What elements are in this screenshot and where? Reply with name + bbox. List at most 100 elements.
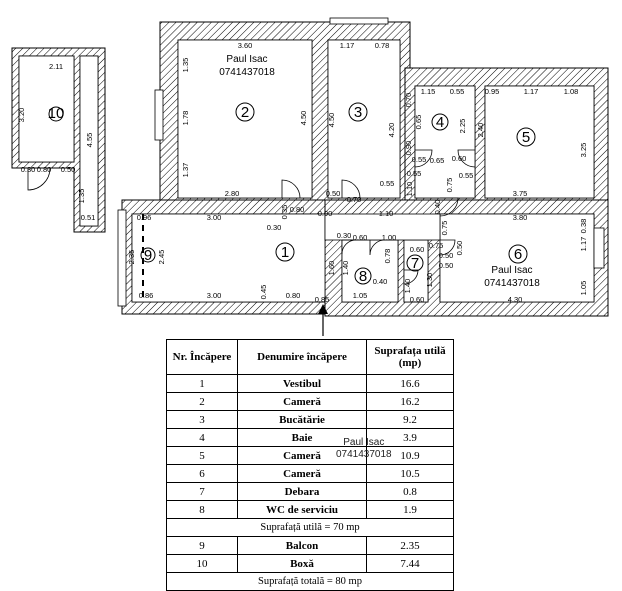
svg-text:0.50: 0.50 (455, 241, 464, 256)
room-number-4: 4 (431, 113, 449, 131)
room-number-6: 6 (508, 244, 528, 264)
svg-text:1.17: 1.17 (340, 41, 355, 50)
svg-text:3: 3 (354, 104, 362, 121)
svg-text:1.78: 1.78 (181, 111, 190, 126)
svg-text:3.75: 3.75 (513, 189, 528, 198)
watermark-table: Paul Isac 0741437018 (336, 437, 392, 461)
svg-text:0.65: 0.65 (430, 156, 445, 165)
svg-text:2.25: 2.25 (458, 119, 467, 134)
svg-text:0.60: 0.60 (353, 233, 368, 242)
table-subtotal-row: Suprafață utilă = 70 mp (166, 518, 454, 537)
svg-text:4: 4 (436, 114, 444, 131)
svg-text:1.40: 1.40 (403, 279, 412, 294)
room-interiors (18, 39, 595, 303)
svg-text:1: 1 (281, 244, 289, 261)
svg-text:0.78: 0.78 (375, 41, 390, 50)
svg-text:0.45: 0.45 (259, 285, 268, 300)
room-number-5: 5 (516, 127, 536, 147)
door-swings (27, 149, 476, 285)
svg-text:6: 6 (514, 246, 522, 263)
svg-text:10: 10 (48, 105, 65, 122)
svg-text:Paul Isac: Paul Isac (491, 265, 532, 276)
svg-text:1.60: 1.60 (327, 261, 336, 276)
svg-text:0.70: 0.70 (347, 195, 362, 204)
svg-text:3.60: 3.60 (238, 41, 253, 50)
room-numbers: 10 2 3 4 5 1 9 8 (48, 102, 536, 285)
svg-text:3.80: 3.80 (513, 213, 528, 222)
svg-text:1.10: 1.10 (405, 182, 414, 197)
room-number-3: 3 (348, 102, 368, 122)
svg-text:2.40: 2.40 (476, 123, 485, 138)
svg-text:8: 8 (359, 268, 367, 285)
svg-text:1.35: 1.35 (181, 58, 190, 73)
svg-text:0.95: 0.95 (485, 87, 500, 96)
room-number-10: 10 (48, 105, 65, 122)
dimension-labels: 2.11 3.20 4.55 0.30 0.80 0.50 1.35 0.51 … (17, 41, 588, 304)
svg-text:2: 2 (241, 104, 249, 121)
svg-text:1.40: 1.40 (341, 261, 350, 276)
svg-text:0.75: 0.75 (445, 178, 454, 193)
svg-text:0.50: 0.50 (61, 165, 76, 174)
svg-text:0.80: 0.80 (37, 165, 52, 174)
svg-text:0.80: 0.80 (286, 291, 301, 300)
svg-text:1.08: 1.08 (564, 87, 579, 96)
svg-text:4.30: 4.30 (508, 295, 523, 304)
watermark-phone: 0741437018 (336, 449, 392, 460)
svg-text:2.35: 2.35 (127, 250, 136, 265)
svg-text:1.37: 1.37 (181, 163, 190, 178)
svg-text:0.75: 0.75 (440, 221, 449, 236)
col-header-area: Suprafața utilă (mp) (366, 339, 454, 375)
watermark-room-2: Paul Isac 0741437018 (219, 54, 275, 78)
svg-text:0.51: 0.51 (81, 213, 96, 222)
svg-text:0.35: 0.35 (280, 205, 289, 220)
svg-text:0.60: 0.60 (410, 295, 425, 304)
svg-text:0.60: 0.60 (410, 245, 425, 254)
svg-text:1.35: 1.35 (77, 189, 86, 204)
svg-text:0.80: 0.80 (290, 205, 305, 214)
svg-text:1.00: 1.00 (382, 233, 397, 242)
svg-text:4.55: 4.55 (85, 133, 94, 148)
svg-text:0.70: 0.70 (404, 93, 413, 108)
svg-text:0.55: 0.55 (380, 179, 395, 188)
svg-text:0.30: 0.30 (337, 231, 352, 240)
svg-text:1.05: 1.05 (579, 281, 588, 296)
svg-text:0.90: 0.90 (318, 209, 333, 218)
room-number-9: 9 (140, 247, 156, 264)
svg-text:Paul Isac: Paul Isac (226, 54, 267, 65)
svg-text:4.20: 4.20 (387, 123, 396, 138)
svg-text:1.10: 1.10 (379, 209, 394, 218)
svg-text:1.05: 1.05 (353, 291, 368, 300)
svg-text:0.55: 0.55 (459, 171, 474, 180)
svg-text:0.50: 0.50 (439, 261, 454, 270)
col-header-name: Denumire încăpere (237, 339, 367, 375)
svg-text:1.30: 1.30 (425, 273, 434, 288)
windows (117, 17, 605, 307)
svg-text:0.86: 0.86 (139, 291, 154, 300)
room-number-2: 2 (235, 102, 255, 122)
svg-text:0.60: 0.60 (452, 154, 467, 163)
svg-text:3.25: 3.25 (579, 143, 588, 158)
svg-text:0.90: 0.90 (404, 141, 413, 156)
svg-text:0741437018: 0741437018 (484, 278, 540, 289)
svg-text:1.17: 1.17 (524, 87, 539, 96)
svg-text:0741437018: 0741437018 (219, 67, 275, 78)
svg-text:1.15: 1.15 (421, 87, 436, 96)
svg-text:2.11: 2.11 (49, 62, 63, 71)
svg-text:5: 5 (522, 129, 530, 146)
svg-text:4.50: 4.50 (327, 113, 336, 128)
entrance-arrow-icon (318, 304, 328, 336)
room-number-7: 7 (406, 254, 424, 272)
col-header-number: Nr. Încăpere (166, 339, 238, 375)
svg-text:0.50: 0.50 (326, 189, 341, 198)
svg-text:3.00: 3.00 (207, 213, 222, 222)
